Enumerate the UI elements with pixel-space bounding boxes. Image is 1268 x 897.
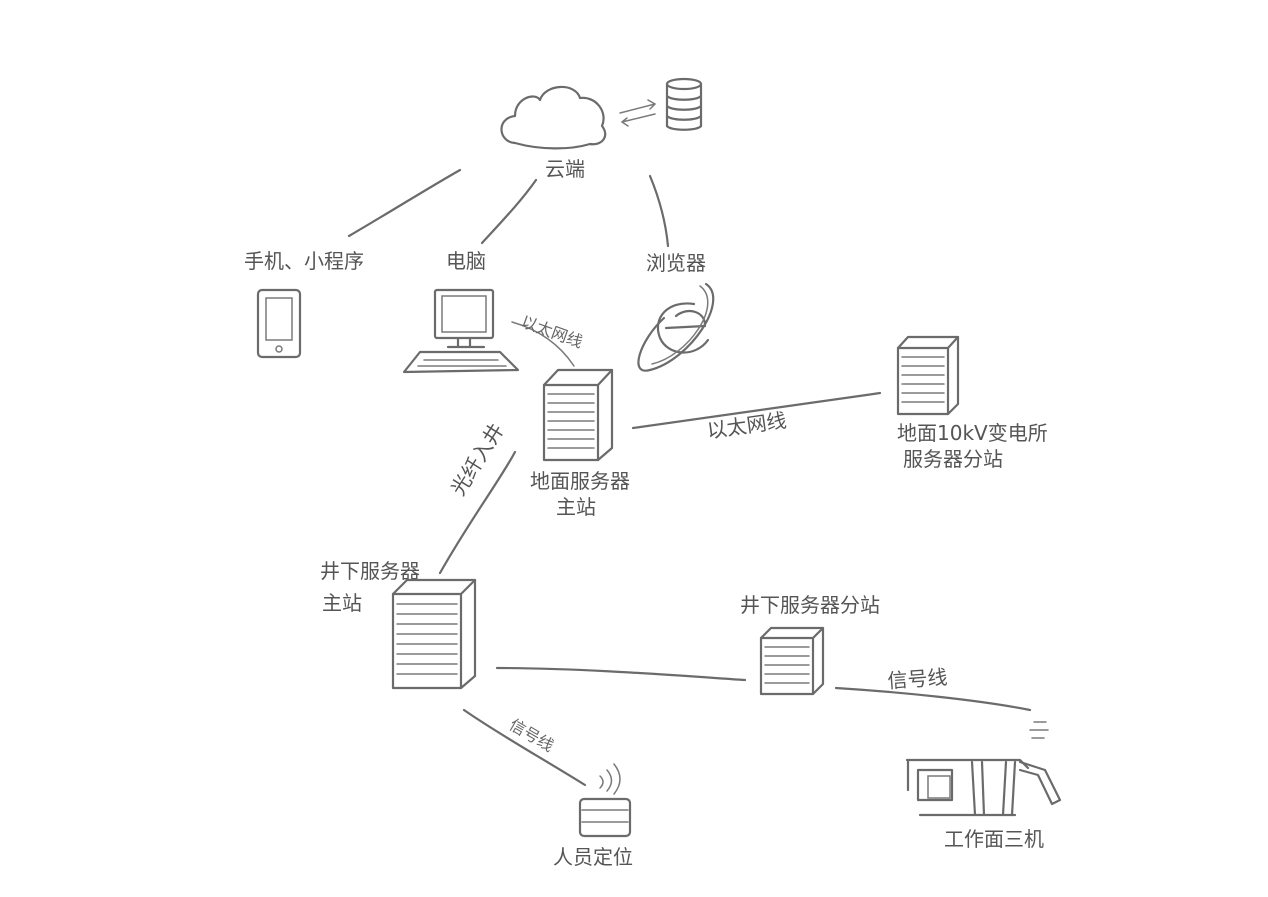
substation-server-label-1: 地面10kV变电所 <box>897 421 1048 445</box>
line-main-positioning <box>462 708 587 787</box>
personnel-positioning-label: 人员定位 <box>553 845 633 869</box>
line-cloud-phone <box>347 168 462 238</box>
underground-server-main-label-1: 井下服务器 <box>320 559 420 583</box>
computer-icon <box>402 288 520 374</box>
line-sub-working-face <box>834 686 1032 712</box>
line-fiber-downhole <box>438 450 517 575</box>
working-face-machines-label: 工作面三机 <box>944 827 1044 851</box>
ethernet-label-1: 以太网线 <box>519 312 586 352</box>
server-icon <box>896 335 960 416</box>
server-icon <box>391 578 477 690</box>
server-icon <box>759 626 825 696</box>
ethernet-label-2: 以太网线 <box>705 408 788 443</box>
cloud-icon <box>500 85 607 150</box>
positioning-tag-icon <box>578 763 632 838</box>
underground-server-main-label-2: 主站 <box>322 591 362 615</box>
line-cloud-computer <box>480 178 538 245</box>
line-ground-main-substation <box>631 391 882 430</box>
phone-icon <box>256 288 302 359</box>
line-cloud-browser <box>648 174 670 248</box>
connection-lines <box>347 99 1032 787</box>
signal-label-1: 信号线 <box>887 665 949 693</box>
server-icon <box>542 368 614 462</box>
signal-label-2: 信号线 <box>506 715 557 755</box>
line-underground-main-sub <box>495 666 747 682</box>
cloud-label: 云端 <box>545 157 585 181</box>
fiber-downhole-label: 光纤入井 <box>446 419 509 500</box>
substation-server-label-2: 服务器分站 <box>903 447 1003 471</box>
browser-icon <box>637 282 715 372</box>
underground-server-sub-label: 井下服务器分站 <box>740 593 880 617</box>
database-icon <box>665 77 703 131</box>
arrows-cloud-db <box>619 99 657 127</box>
ground-server-main-label-1: 地面服务器 <box>530 469 630 493</box>
line-computer-server <box>511 321 575 367</box>
browser-label: 浏览器 <box>646 251 706 275</box>
shearer-machine-icon <box>905 721 1062 817</box>
phone-label: 手机、小程序 <box>244 249 364 273</box>
computer-label: 电脑 <box>446 249 486 273</box>
ground-server-main-label-2: 主站 <box>556 495 596 519</box>
